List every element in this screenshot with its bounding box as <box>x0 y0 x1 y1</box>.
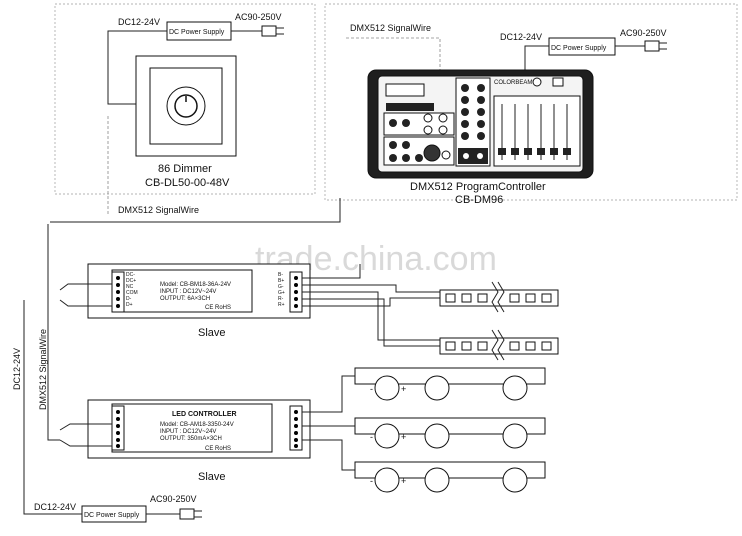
svg-text:+: + <box>401 384 406 394</box>
slave1-model: Model: CB-BM18-36A-24V <box>160 282 231 288</box>
slave2-input: INPUT : DC12V~24V <box>160 429 216 435</box>
slave2-cert: CE RoHS <box>205 446 231 452</box>
svg-text:-: - <box>370 432 373 442</box>
led-row-3: - + <box>354 461 546 493</box>
svg-text:G-: G- <box>278 284 284 290</box>
slave1-label: Slave <box>198 327 226 339</box>
bus-dc-label-vertical: DC12-24V <box>12 348 22 390</box>
controller-scene-buttons <box>455 77 491 167</box>
bus-signal-label-vertical: DMX512 SignalWire <box>38 329 48 410</box>
svg-text:R+: R+ <box>278 302 285 308</box>
dimmer-dc-label: DC12-24V <box>118 17 160 27</box>
svg-text:COM: COM <box>126 290 138 296</box>
controller-region <box>324 3 738 201</box>
slave2-model: Model: CB-AM18-3350-24V <box>160 422 234 428</box>
bottom-plug-icon <box>179 508 202 520</box>
controller-signal-label: DMX512 SignalWire <box>350 23 431 33</box>
controller-ac-label: AC90-250V <box>620 28 667 38</box>
controller-lcd <box>386 103 434 111</box>
slave2-group: LED CONTROLLER Model: CB-AM18-3350-24V I… <box>59 375 355 483</box>
controller-faders <box>493 95 581 167</box>
controller-psu-label: DC Power Supply <box>551 45 607 52</box>
dimmer-group: DC12-24V DC Power Supply AC90-250V 86 Di… <box>107 12 284 215</box>
bottom-psu-group: DC12-24V DC Power Supply AC90-250V <box>23 494 202 523</box>
bus-signal-label-top: DMX512 SignalWire <box>118 205 199 215</box>
slave2-title: LED CONTROLLER <box>172 411 237 418</box>
svg-text:+: + <box>401 432 406 442</box>
svg-text:DC-: DC- <box>126 272 135 278</box>
controller-group: DMX512 SignalWire DC12-24V DC Power Supp… <box>346 23 667 206</box>
dimmer-psu-label: DC Power Supply <box>169 29 225 36</box>
controller-model: CB-DM96 <box>455 194 503 206</box>
svg-text:B+: B+ <box>278 278 284 284</box>
led-row-1: - + <box>354 367 546 401</box>
svg-text:-: - <box>370 476 373 486</box>
svg-text:-: - <box>370 384 373 394</box>
led-strip-1 <box>439 281 559 313</box>
led-strip-2 <box>439 329 559 361</box>
controller-jog-icon <box>423 144 441 162</box>
slave1-group: Model: CB-BM18-36A-24V INPUT : DC12V~24V… <box>59 263 440 347</box>
slave1-right-terminal-labels: B- B+ G- G+ R- R+ <box>278 272 285 308</box>
controller-brand: COLORBEAM <box>494 80 532 86</box>
bottom-psu-label: DC Power Supply <box>84 512 140 519</box>
bottom-ac-label: AC90-250V <box>150 494 197 504</box>
svg-text:G+: G+ <box>278 290 285 296</box>
slave2-left-terminal <box>111 405 125 451</box>
svg-text:R-: R- <box>278 296 284 302</box>
slave2-output: OUTPUT: 350mA×3CH <box>160 436 222 442</box>
svg-text:NC: NC <box>126 284 134 290</box>
controller-button-grid <box>383 112 455 166</box>
slave1-output: OUTPUT: 6A×3CH <box>160 296 210 302</box>
svg-text:+: + <box>401 476 406 486</box>
dimmer-region <box>54 3 316 195</box>
dimmer-plug-icon <box>261 25 284 37</box>
dimmer-ac-label: AC90-250V <box>235 12 282 22</box>
dimmer-knob-icon <box>174 94 198 118</box>
slave1-left-terminal-labels: DC- DC+ NC COM D- D+ <box>126 272 138 308</box>
controller-name: DMX512 ProgramController <box>410 181 546 193</box>
led-row-2: - + <box>354 417 546 449</box>
svg-text:DC+: DC+ <box>126 278 136 284</box>
slave1-cert: CE RoHS <box>205 305 231 311</box>
svg-text:D+: D+ <box>126 302 133 308</box>
slave2-right-terminal <box>289 405 303 451</box>
slave1-input: INPUT : DC12V~24V <box>160 289 216 295</box>
svg-text:B-: B- <box>278 272 283 278</box>
controller-plug-icon <box>644 40 667 52</box>
dimmer-name: 86 Dimmer <box>158 163 212 175</box>
bottom-dc-label: DC12-24V <box>34 502 76 512</box>
slave2-label: Slave <box>198 471 226 483</box>
dimmer-model: CB-DL50-00-48V <box>145 177 230 189</box>
controller-dc-label: DC12-24V <box>500 32 542 42</box>
slave1-left-terminal <box>111 271 125 313</box>
slave1-right-terminal <box>289 271 303 313</box>
svg-text:D-: D- <box>126 296 132 302</box>
